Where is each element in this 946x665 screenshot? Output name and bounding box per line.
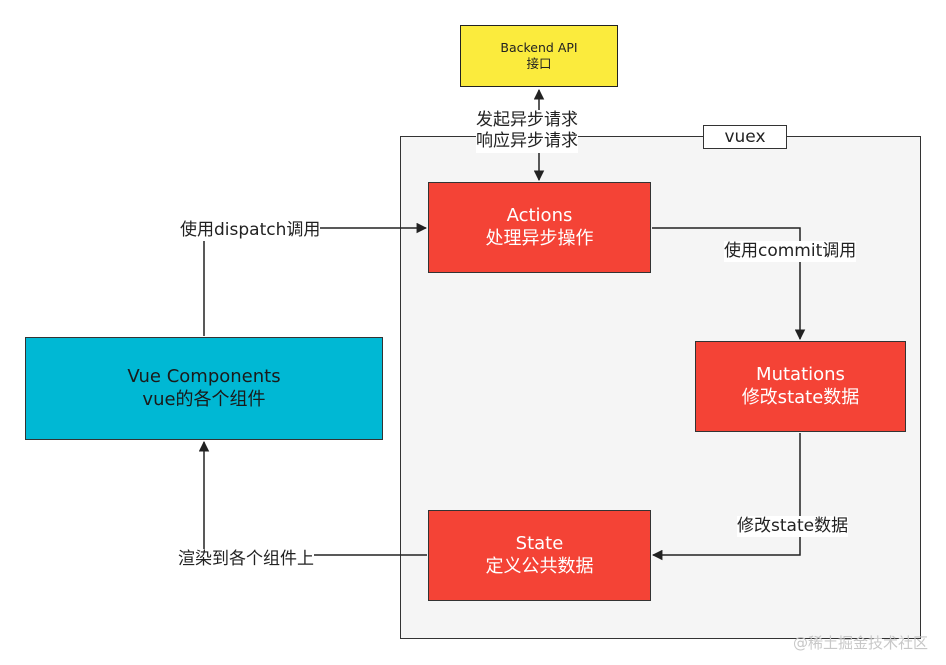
vue-components-subtitle: vue的各个组件 (142, 388, 266, 410)
actions-subtitle: 处理异步操作 (485, 227, 594, 249)
edge-components-actions (203, 222, 428, 336)
state-subtitle: 定义公共数据 (485, 555, 594, 577)
edge-label-async-response: 响应异步请求 (476, 131, 578, 153)
edge-label-render: 渲染到各个组件上 (178, 549, 314, 571)
watermark: @稀土掘金技术社区 (792, 634, 928, 652)
backend-api-node: Backend API 接口 (460, 25, 618, 87)
backend-api-title: Backend API (500, 40, 578, 56)
edge-label-commit: 使用commit调用 (724, 241, 857, 263)
edge-label-async: 发起异步请求 响应异步请求 (476, 110, 578, 153)
state-node: State 定义公共数据 (428, 510, 651, 601)
vuex-container-label: vuex (703, 125, 787, 149)
vue-components-node: Vue Components vue的各个组件 (25, 337, 383, 440)
edge-label-dispatch: 使用dispatch调用 (180, 220, 321, 242)
actions-node: Actions 处理异步操作 (428, 182, 651, 273)
edge-mutations-state (651, 433, 801, 561)
edge-state-components (198, 440, 427, 556)
vue-components-title: Vue Components (127, 366, 281, 387)
edge-label-async-request: 发起异步请求 (476, 110, 578, 132)
actions-title: Actions (506, 205, 573, 226)
mutations-title: Mutations (756, 364, 845, 385)
edge-label-modify: 修改state数据 (737, 516, 849, 538)
mutations-subtitle: 修改state数据 (741, 386, 860, 408)
backend-api-subtitle: 接口 (526, 56, 552, 71)
state-title: State (515, 533, 564, 554)
edge-actions-mutations (652, 227, 806, 341)
mutations-node: Mutations 修改state数据 (695, 341, 906, 432)
